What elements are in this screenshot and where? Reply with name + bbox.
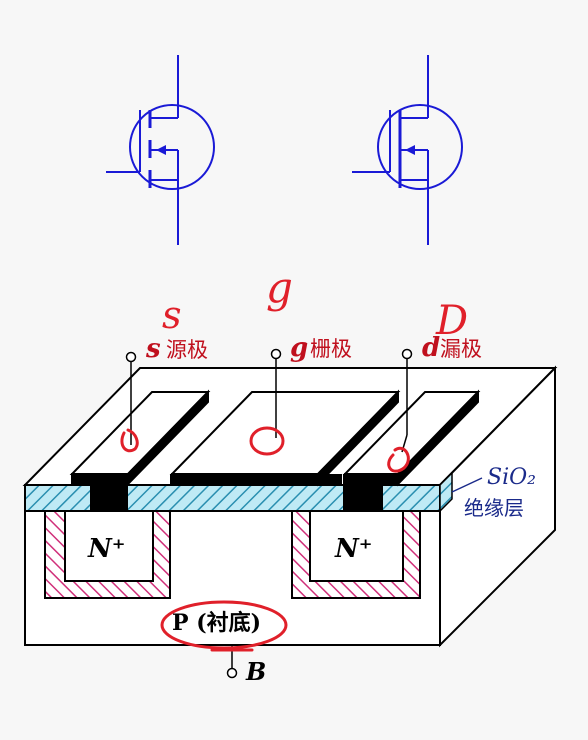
drain-label: 漏极 xyxy=(440,337,482,361)
source-label: 源极 xyxy=(166,338,208,362)
source-letter: s xyxy=(145,334,161,364)
body-letter: B xyxy=(245,657,266,686)
n-plus-left-label: N⁺ xyxy=(87,534,126,564)
substrate-circle xyxy=(160,600,288,650)
source-scribble xyxy=(120,428,139,453)
oxide-label: 绝缘层 xyxy=(464,496,524,520)
mosfet-symbol-right xyxy=(352,55,463,245)
oxide-pointer xyxy=(451,477,483,493)
n-plus-region-left xyxy=(44,510,171,599)
mosfet-symbol-left xyxy=(106,55,215,245)
oxide-formula: SiO₂ xyxy=(487,465,536,490)
source-electrode xyxy=(69,389,211,487)
drain-scribble xyxy=(387,446,410,473)
body-terminal-dot xyxy=(226,667,238,679)
gate-letter: g xyxy=(290,333,308,363)
substrate-label: P (衬底) xyxy=(172,610,261,636)
symbol-circle xyxy=(377,104,463,190)
symbol-circle xyxy=(129,104,215,190)
n-plus-right-label: N⁺ xyxy=(334,534,373,564)
source-terminal-dot xyxy=(125,351,137,363)
gate-scribble xyxy=(249,426,285,456)
gate-label: 栅极 xyxy=(310,337,352,361)
handwritten-s: s xyxy=(162,293,182,337)
drain-electrode xyxy=(342,389,481,487)
handwritten-d: D xyxy=(435,298,468,344)
drain-letter: d xyxy=(422,333,440,363)
n-plus-region-right xyxy=(291,510,421,599)
gate-terminal-dot xyxy=(270,348,282,360)
oxide-layer-side xyxy=(439,471,453,513)
handwritten-g: g xyxy=(266,263,293,312)
handwritten-annotations: s g D xyxy=(120,263,468,652)
gate-electrode xyxy=(169,389,401,487)
terminal-wires xyxy=(125,348,413,679)
drain-terminal-dot xyxy=(401,348,413,360)
